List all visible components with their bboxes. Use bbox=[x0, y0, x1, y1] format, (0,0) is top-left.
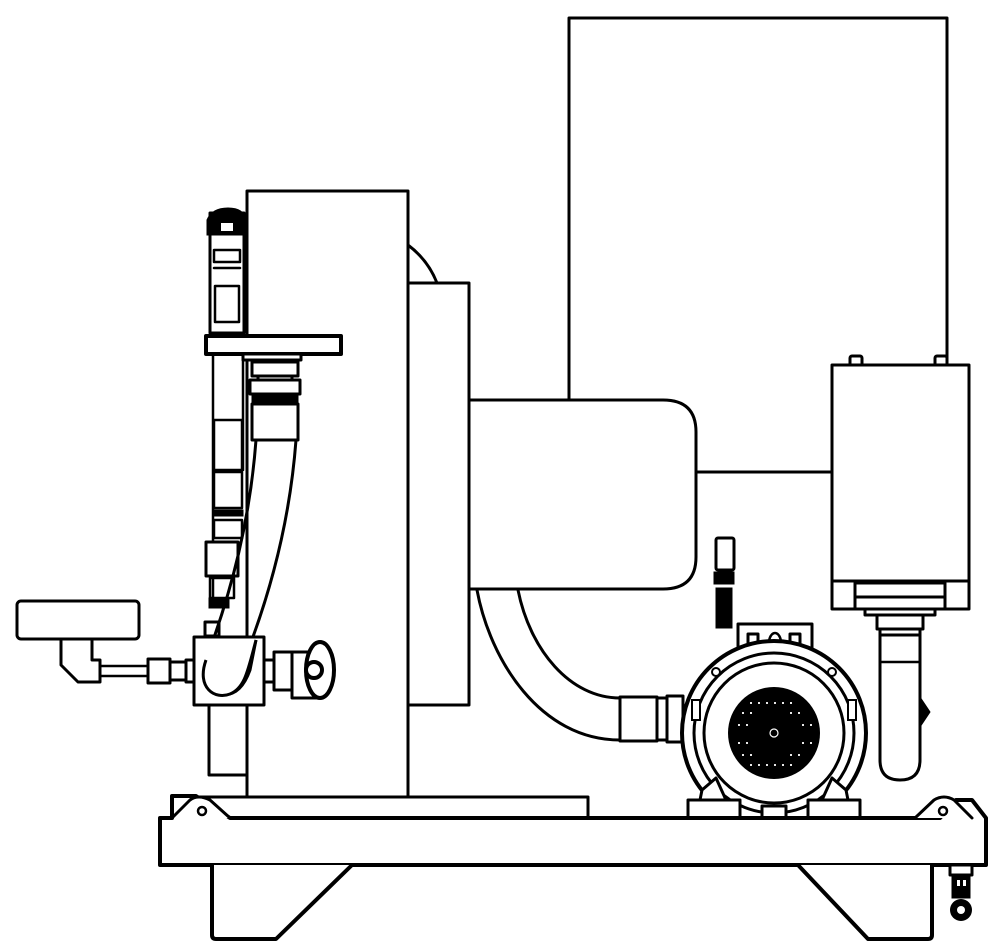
center-column bbox=[245, 189, 410, 800]
hose-fitting-top bbox=[248, 360, 302, 442]
base-plinth bbox=[170, 795, 590, 821]
gauge-box bbox=[15, 599, 141, 684]
rear-arc bbox=[407, 243, 439, 284]
adapter-plate bbox=[406, 281, 471, 707]
electric-motor bbox=[680, 536, 868, 827]
valve-block bbox=[96, 635, 336, 777]
flange-plate bbox=[204, 334, 343, 362]
right-tank bbox=[830, 354, 971, 637]
fan-grille-pattern bbox=[738, 702, 812, 766]
instrument-column bbox=[203, 207, 247, 638]
drain-plug bbox=[948, 863, 974, 921]
center-hose bbox=[475, 589, 685, 744]
base-frame bbox=[158, 794, 988, 941]
horizontal-duct bbox=[467, 398, 834, 591]
u-pipe bbox=[878, 633, 931, 782]
